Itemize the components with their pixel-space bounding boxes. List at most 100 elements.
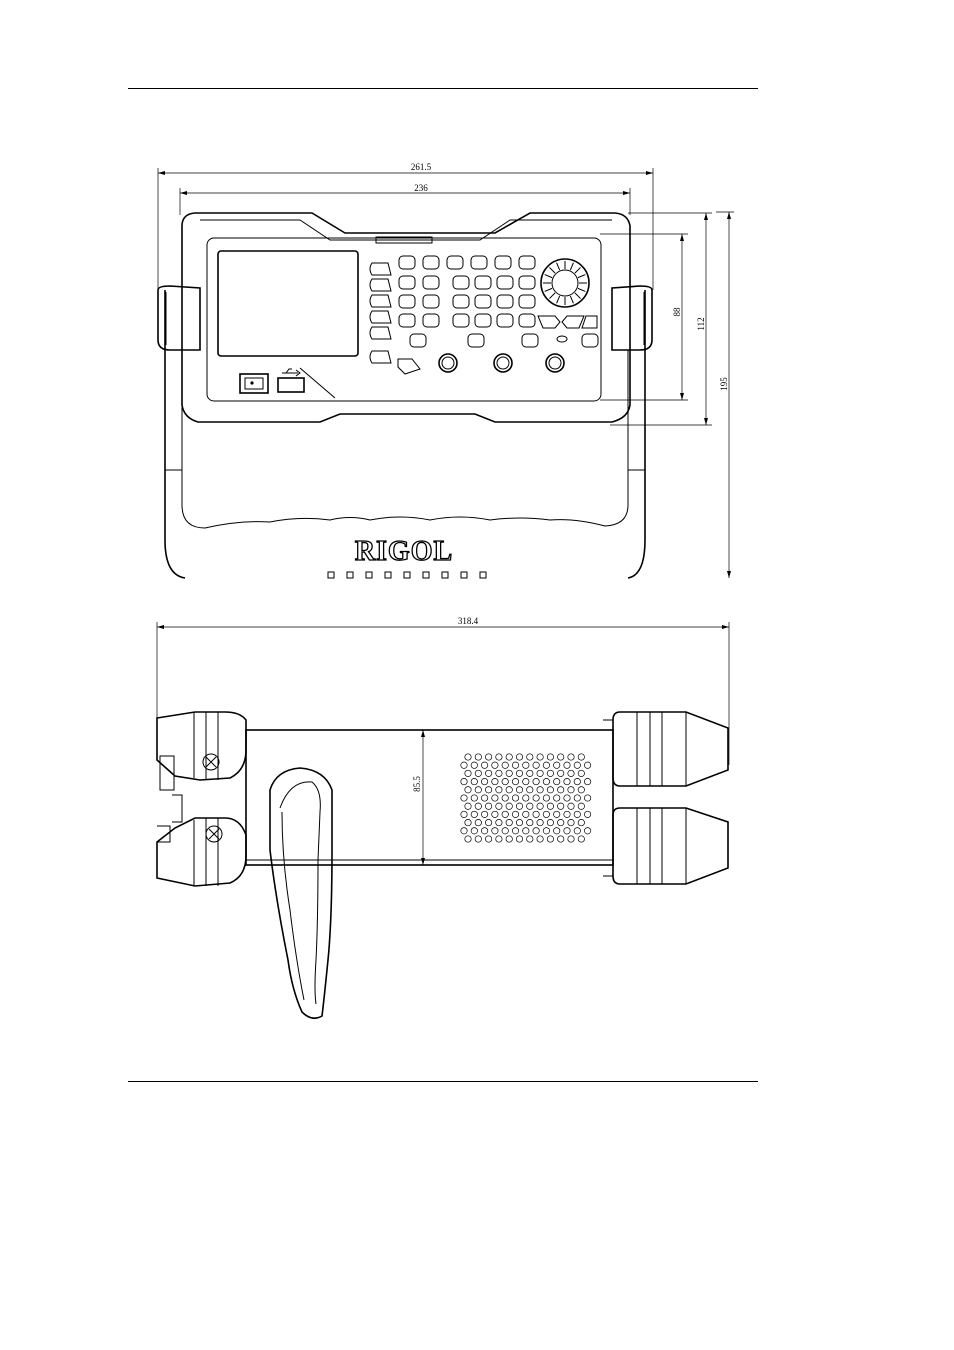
vent-hole	[522, 827, 530, 835]
arrow-keys	[537, 315, 598, 343]
vent-hole	[542, 761, 550, 769]
vent-hole	[546, 819, 554, 827]
vent-hole	[481, 827, 489, 835]
vent-hole	[526, 786, 534, 794]
vent-hole	[546, 835, 554, 843]
knob-tick	[569, 262, 574, 271]
keypad-key	[409, 333, 427, 348]
vent-hole	[460, 794, 468, 802]
knob-tick	[577, 274, 586, 279]
vent-hole	[505, 769, 513, 777]
vent-hole	[542, 794, 550, 802]
foot	[327, 571, 335, 579]
vent-hole	[481, 761, 489, 769]
vent-hole	[526, 769, 534, 777]
vent-hole	[536, 769, 544, 777]
vent-hole	[567, 835, 575, 843]
vent-hole	[536, 819, 544, 827]
vent-hole	[557, 769, 565, 777]
vent-hole	[553, 761, 561, 769]
keypad-key	[581, 333, 599, 348]
vent-hole	[460, 827, 468, 835]
vent-hole	[553, 778, 561, 786]
keypad-key	[474, 294, 492, 309]
keypad-key	[422, 275, 440, 290]
keypad-key	[422, 255, 440, 270]
vent-hole	[474, 802, 482, 810]
dimension-panel-height: 88	[600, 233, 688, 401]
vent-hole	[546, 753, 554, 761]
vent-hole	[584, 778, 592, 786]
vent-hole	[557, 786, 565, 794]
front-view-drawing: 261.5 236 88 112 195	[157, 162, 734, 579]
power-switch	[239, 373, 269, 394]
vent-hole	[536, 753, 544, 761]
vent-hole	[532, 778, 540, 786]
vent-hole	[546, 786, 554, 794]
knob-tick	[549, 267, 556, 274]
keypad-key	[518, 275, 536, 290]
keypad-key	[521, 333, 539, 348]
keypad-key	[422, 313, 440, 328]
vent-hole	[485, 819, 493, 827]
side-view-drawing: 318.4 85.5	[156, 616, 730, 1020]
vent-hole	[481, 810, 489, 818]
foot	[479, 571, 487, 579]
side-front-bumpers	[156, 711, 247, 887]
vent-hole	[470, 810, 478, 818]
dimension-label: 318.4	[458, 616, 479, 626]
vent-hole	[491, 778, 499, 786]
vent-hole	[563, 778, 571, 786]
vent-hole	[491, 794, 499, 802]
vent-hole	[464, 769, 472, 777]
vent-hole	[553, 810, 561, 818]
vent-hole	[495, 819, 503, 827]
vent-hole	[470, 778, 478, 786]
vent-hole	[567, 786, 575, 794]
keypad-key	[452, 313, 470, 328]
vent-hole	[474, 753, 482, 761]
feet-row	[327, 571, 487, 579]
side-rear-feet	[603, 711, 729, 885]
vent-hole	[532, 761, 540, 769]
foot	[365, 571, 373, 579]
side-chassis	[245, 729, 614, 866]
lcd-screen	[217, 250, 359, 357]
vent-hole	[573, 794, 581, 802]
vent-hole	[515, 769, 524, 777]
knob-tick	[577, 287, 586, 292]
dimension-label: 112	[696, 317, 706, 330]
keypad-key	[496, 275, 514, 290]
keypad-key	[452, 275, 470, 290]
vent-hole	[536, 802, 544, 810]
keypad-key	[494, 255, 512, 270]
vent-hole	[464, 835, 472, 843]
vent-hole	[567, 769, 575, 777]
vent-hole	[584, 761, 592, 769]
vent-hole	[542, 810, 550, 818]
side-handle	[269, 767, 333, 1020]
keypad-key	[518, 313, 536, 328]
vent-hole	[522, 794, 530, 802]
vent-hole	[511, 778, 520, 786]
keypad-key	[518, 294, 536, 309]
vent-hole	[577, 753, 585, 761]
dimension-label: 88	[672, 307, 682, 317]
front-bumper-right	[611, 285, 653, 351]
vent-hole	[567, 802, 575, 810]
vent-hole	[491, 827, 499, 835]
vent-hole	[511, 794, 520, 802]
knob-tick	[574, 267, 581, 274]
vent-hole	[542, 827, 550, 835]
vent-hole	[505, 786, 513, 794]
dimension-label: 261.5	[411, 162, 432, 172]
keypad	[398, 255, 599, 348]
vent-hole	[511, 810, 520, 818]
foot	[460, 571, 468, 579]
keypad-key	[398, 255, 416, 270]
vent-hole	[515, 753, 524, 761]
front-bumper-left	[157, 285, 201, 351]
vent-hole	[505, 835, 513, 843]
vent-hole	[505, 753, 513, 761]
foot	[384, 571, 392, 579]
